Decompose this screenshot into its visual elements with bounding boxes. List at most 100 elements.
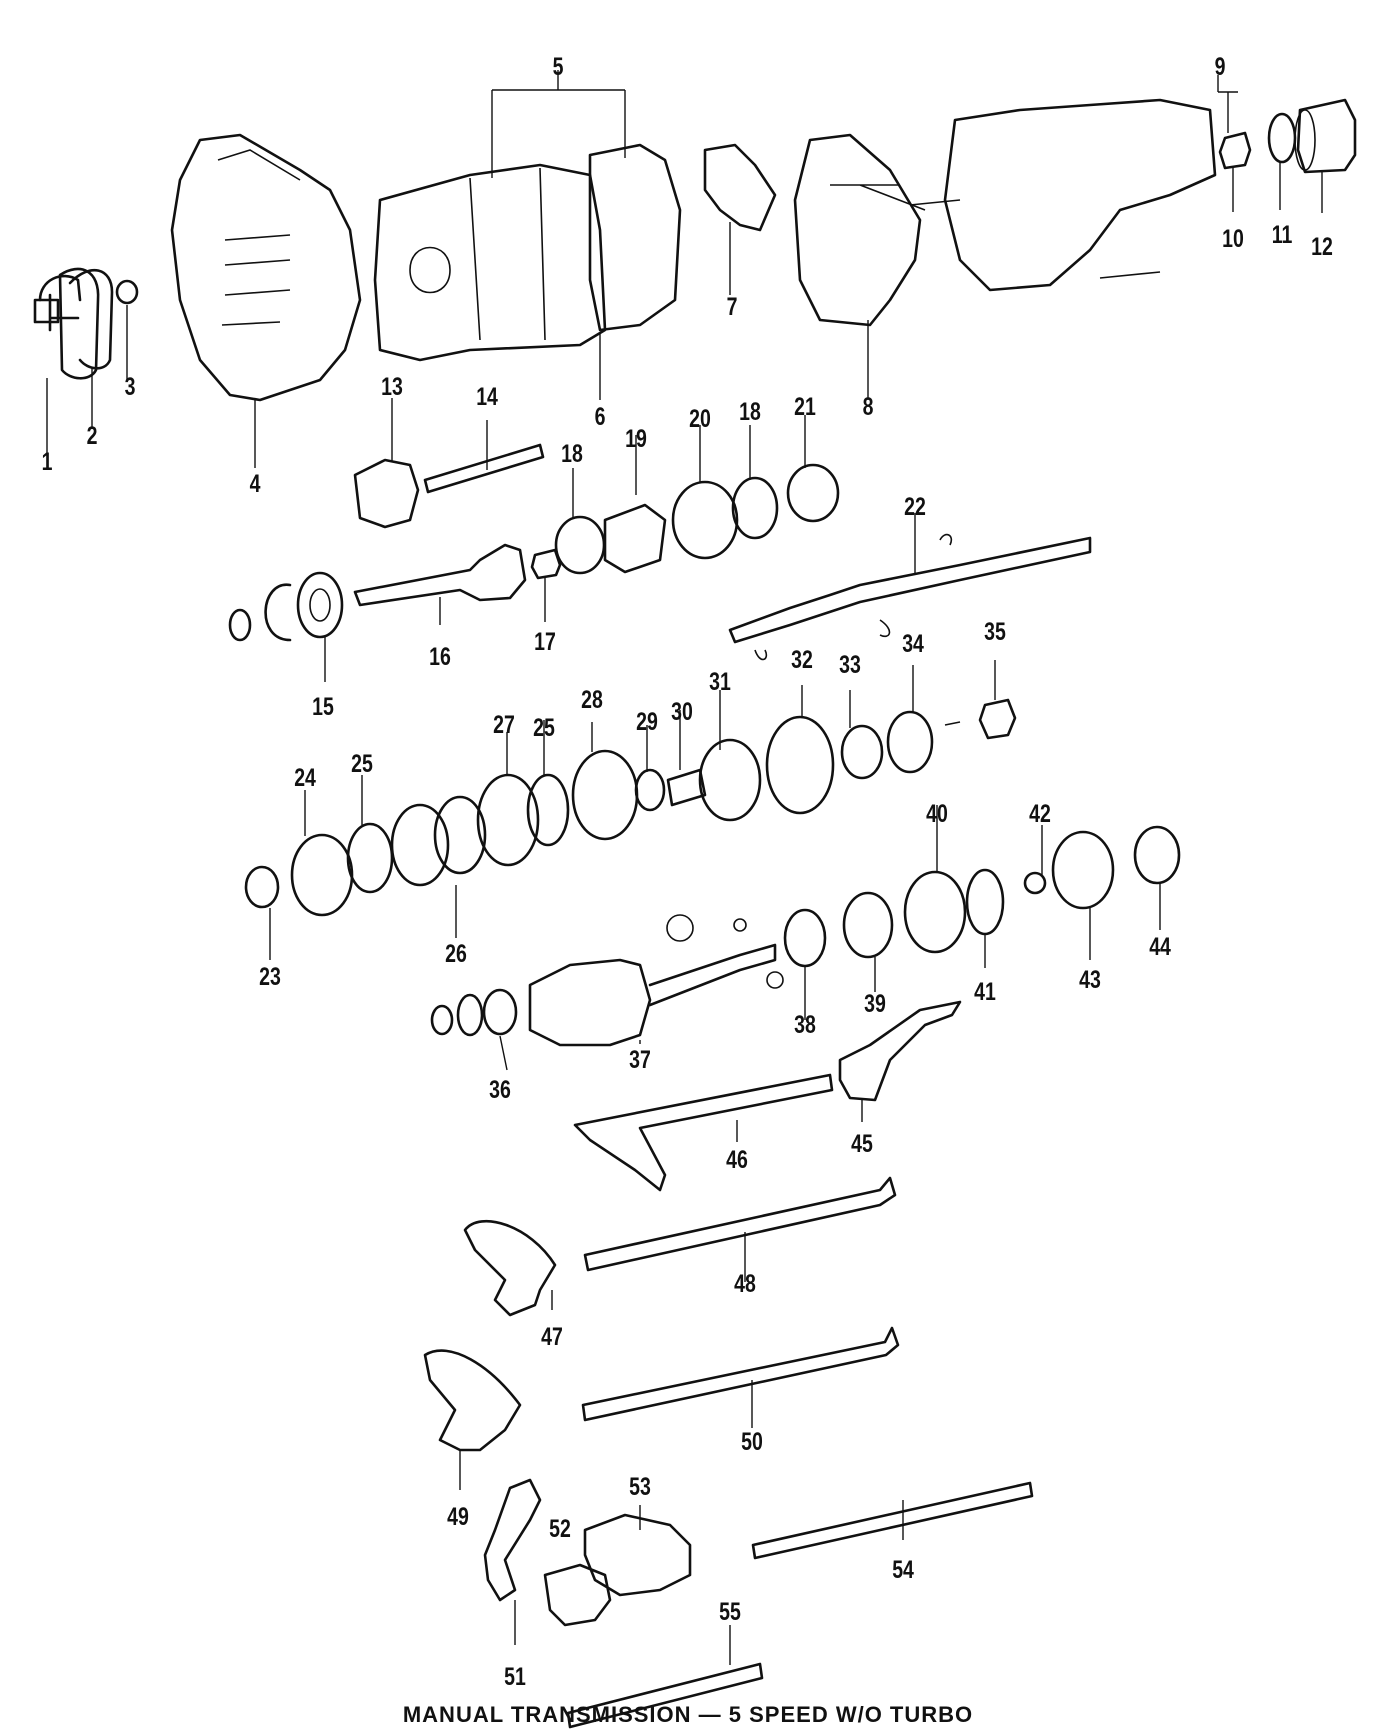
part-36-bearing <box>430 988 518 1037</box>
part-16-input-shaft <box>353 543 527 607</box>
part-53-fork <box>583 1513 692 1597</box>
callout-18b: 18 <box>739 398 761 426</box>
callout-42: 42 <box>1029 800 1051 828</box>
diagram-caption: MANUAL TRANSMISSION — 5 SPEED W/O TURBO <box>402 1702 974 1727</box>
callout-11: 11 <box>1272 221 1293 249</box>
callout-28: 28 <box>581 686 603 714</box>
part-13-gear <box>353 458 420 529</box>
part-1-bearing-retainer <box>33 267 100 380</box>
callout-18: 18 <box>561 440 583 468</box>
callout-38: 38 <box>794 1011 816 1039</box>
callout-2: 2 <box>87 422 98 450</box>
part-4-clutch-housing <box>170 133 362 402</box>
part-43-gear <box>1051 830 1115 910</box>
part-32-gear <box>765 715 835 815</box>
callout-46: 46 <box>726 1146 748 1174</box>
callout-25b: 25 <box>533 714 555 742</box>
callout-41: 41 <box>974 978 996 1006</box>
part-11-seal <box>1267 112 1297 164</box>
part-20-gear <box>671 480 739 560</box>
callout-25: 25 <box>351 750 373 778</box>
part-52-head <box>543 1563 612 1627</box>
callout-22: 22 <box>904 493 926 521</box>
part-46-shift-rail <box>573 1073 834 1192</box>
part-50-shift-rail <box>581 1326 900 1422</box>
callout-44: 44 <box>1149 933 1171 961</box>
part-8-gasket <box>793 133 922 327</box>
callout-30: 30 <box>671 698 693 726</box>
part-30-spacer <box>666 768 707 807</box>
callout-23: 23 <box>259 963 281 991</box>
callout-17: 17 <box>534 628 556 656</box>
callout-35: 35 <box>984 618 1006 646</box>
part-33-bearing <box>840 724 884 780</box>
part-15-bearing <box>228 571 344 642</box>
leader-lines <box>46 70 1323 1665</box>
callout-15: 15 <box>312 693 334 721</box>
callout-31: 31 <box>709 668 731 696</box>
part-37-counter-gear <box>528 958 652 1047</box>
part-28-gear <box>571 749 639 841</box>
callout-43: 43 <box>1079 966 1101 994</box>
callout-39: 39 <box>864 990 886 1018</box>
callout-4: 4 <box>250 470 261 498</box>
part-12-dust-cover <box>1296 98 1357 174</box>
part-42-washer <box>1023 871 1047 895</box>
callout-32: 32 <box>791 646 813 674</box>
callout-45: 45 <box>851 1130 873 1158</box>
part-29-bearing <box>634 768 666 812</box>
part-14-shaft <box>423 443 545 494</box>
callout-27: 27 <box>493 711 515 739</box>
callout-5: 5 <box>553 53 564 81</box>
callout-14: 14 <box>476 383 498 411</box>
callout-51: 51 <box>504 1663 526 1691</box>
part-21-bearing <box>786 463 840 523</box>
part-7-retainer <box>703 143 777 232</box>
callout-33: 33 <box>839 651 861 679</box>
callout-37: 37 <box>629 1046 651 1074</box>
part-34-bearing <box>886 710 934 774</box>
part-2-gasket <box>68 268 114 370</box>
part-19-hub-sleeve <box>603 503 667 574</box>
callout-48: 48 <box>734 1270 756 1298</box>
callout-labels: 1 2 3 4 5 6 7 8 9 10 11 12 13 14 15 16 1… <box>42 53 1333 1691</box>
part-48-shift-rail <box>583 1176 897 1272</box>
callout-34: 34 <box>902 630 924 658</box>
part-55-shift-rail <box>566 1662 764 1729</box>
part-26-gear <box>390 803 450 887</box>
part-6-adapter-plate <box>588 143 682 332</box>
callout-29: 29 <box>636 708 658 736</box>
callout-24: 24 <box>294 764 316 792</box>
part-17-bearing <box>530 548 562 580</box>
part-54-shift-rail <box>751 1481 1034 1560</box>
part-3-oil-seal <box>115 279 139 305</box>
part-40-gear <box>903 870 967 954</box>
part-44-bearing <box>1133 825 1181 885</box>
callout-21: 21 <box>794 393 816 421</box>
part-26-hub <box>433 795 487 875</box>
part-35-nut <box>978 698 1017 740</box>
part-47-shift-fork <box>463 1219 557 1317</box>
callout-36: 36 <box>489 1076 511 1104</box>
callout-7: 7 <box>727 293 738 321</box>
callout-55: 55 <box>719 1598 741 1626</box>
callout-12: 12 <box>1311 233 1333 261</box>
part-38-bearing <box>783 908 827 968</box>
callout-10: 10 <box>1222 225 1244 253</box>
part-49-shift-fork <box>423 1349 522 1452</box>
part-5-transmission-case <box>373 163 607 362</box>
callout-16: 16 <box>429 643 451 671</box>
callout-53: 53 <box>629 1473 651 1501</box>
part-18-synchro-ring-b <box>731 476 779 540</box>
callout-54: 54 <box>892 1556 914 1584</box>
callout-13: 13 <box>381 373 403 401</box>
callout-6: 6 <box>595 403 606 431</box>
part-22-output-shaft <box>728 536 1092 644</box>
part-9-extension-housing <box>943 98 1217 292</box>
callout-47: 47 <box>541 1323 563 1351</box>
callout-50: 50 <box>741 1428 763 1456</box>
part-10-bushing <box>1218 131 1252 170</box>
part-25-synchro-ring-b <box>526 773 570 847</box>
callout-40: 40 <box>926 800 948 828</box>
